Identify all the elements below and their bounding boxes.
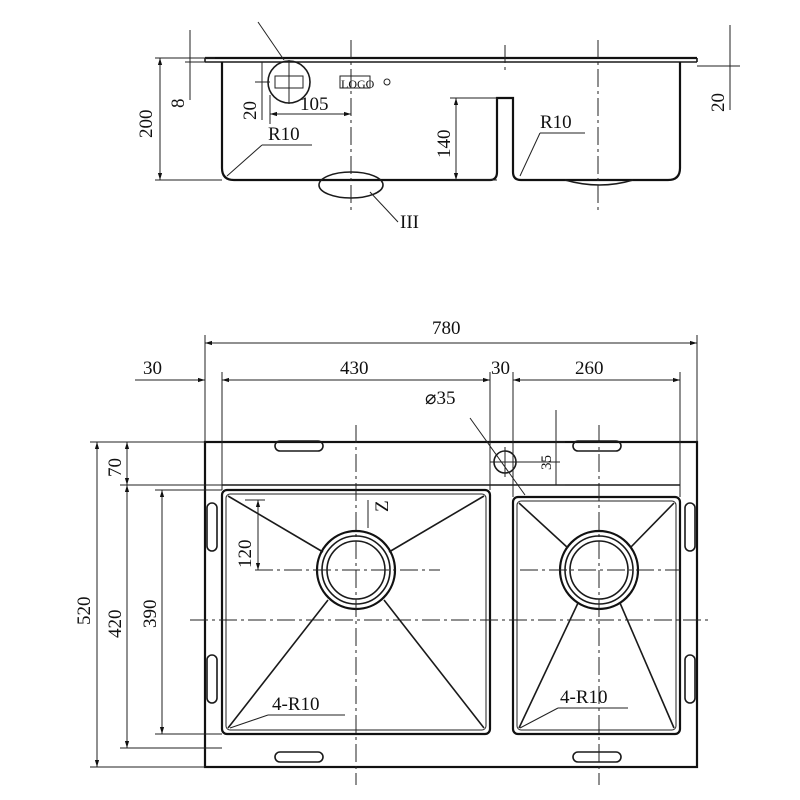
clip-top-left	[274, 440, 324, 452]
dim-tap-hole-offset: 35	[539, 455, 555, 470]
dim-overall-depth: 520	[74, 597, 95, 626]
logo-plate	[339, 75, 371, 89]
plan-right-slope-lines	[518, 502, 675, 729]
dim-side-right-rim: 20	[708, 93, 729, 112]
dim-tap-hole-diameter: ⌀35	[425, 388, 455, 409]
clip-right-lower	[684, 654, 696, 704]
clip-bottom-right	[572, 751, 622, 763]
dim-left-bowl-width: 430	[340, 358, 369, 379]
logo-text: LOGO	[341, 77, 375, 91]
dim-overall-width: 780	[432, 318, 461, 339]
clip-top-right	[572, 440, 622, 452]
plan-outer-rim	[203, 440, 699, 769]
dim-radius-right: R10	[540, 112, 572, 133]
clip-left-lower	[206, 654, 218, 704]
side-drain-right	[564, 179, 634, 186]
plan-right-bowl	[511, 495, 682, 736]
side-left-bowl-outline	[220, 62, 682, 182]
dim-inner-depth: 420	[105, 610, 126, 639]
side-view: LOGO 200 8 20 20 105 140 R	[136, 21, 740, 233]
section-marker: Z	[372, 500, 393, 512]
dim-overflow-offset: 20	[240, 101, 261, 120]
dim-drain-offset: 120	[235, 540, 256, 569]
dim-side-rim: 8	[168, 99, 189, 109]
detail-callout-label: III	[400, 212, 419, 233]
dim-back-margin: 70	[105, 458, 126, 477]
dim-left-margin: 30	[143, 358, 162, 379]
dim-side-height: 200	[136, 110, 157, 139]
plan-left-slope-lines	[227, 495, 485, 729]
dim-overflow-distance: 105	[300, 94, 329, 115]
dim-divider-depth: 140	[434, 130, 455, 159]
dim-bowl-depth: 390	[140, 600, 161, 629]
dim-corner-radius-left: 4-R10	[272, 694, 320, 715]
dim-right-bowl-width: 260	[575, 358, 604, 379]
clip-left-upper	[206, 502, 218, 552]
plan-view: ⌀35 35 780 30 430 30 260 520 420	[74, 318, 710, 785]
dim-divider-width: 30	[491, 358, 510, 379]
dim-corner-radius-right: 4-R10	[560, 687, 608, 708]
dim-radius-left: R10	[268, 124, 300, 145]
clip-bottom-left	[274, 751, 324, 763]
clip-right-upper	[684, 502, 696, 552]
